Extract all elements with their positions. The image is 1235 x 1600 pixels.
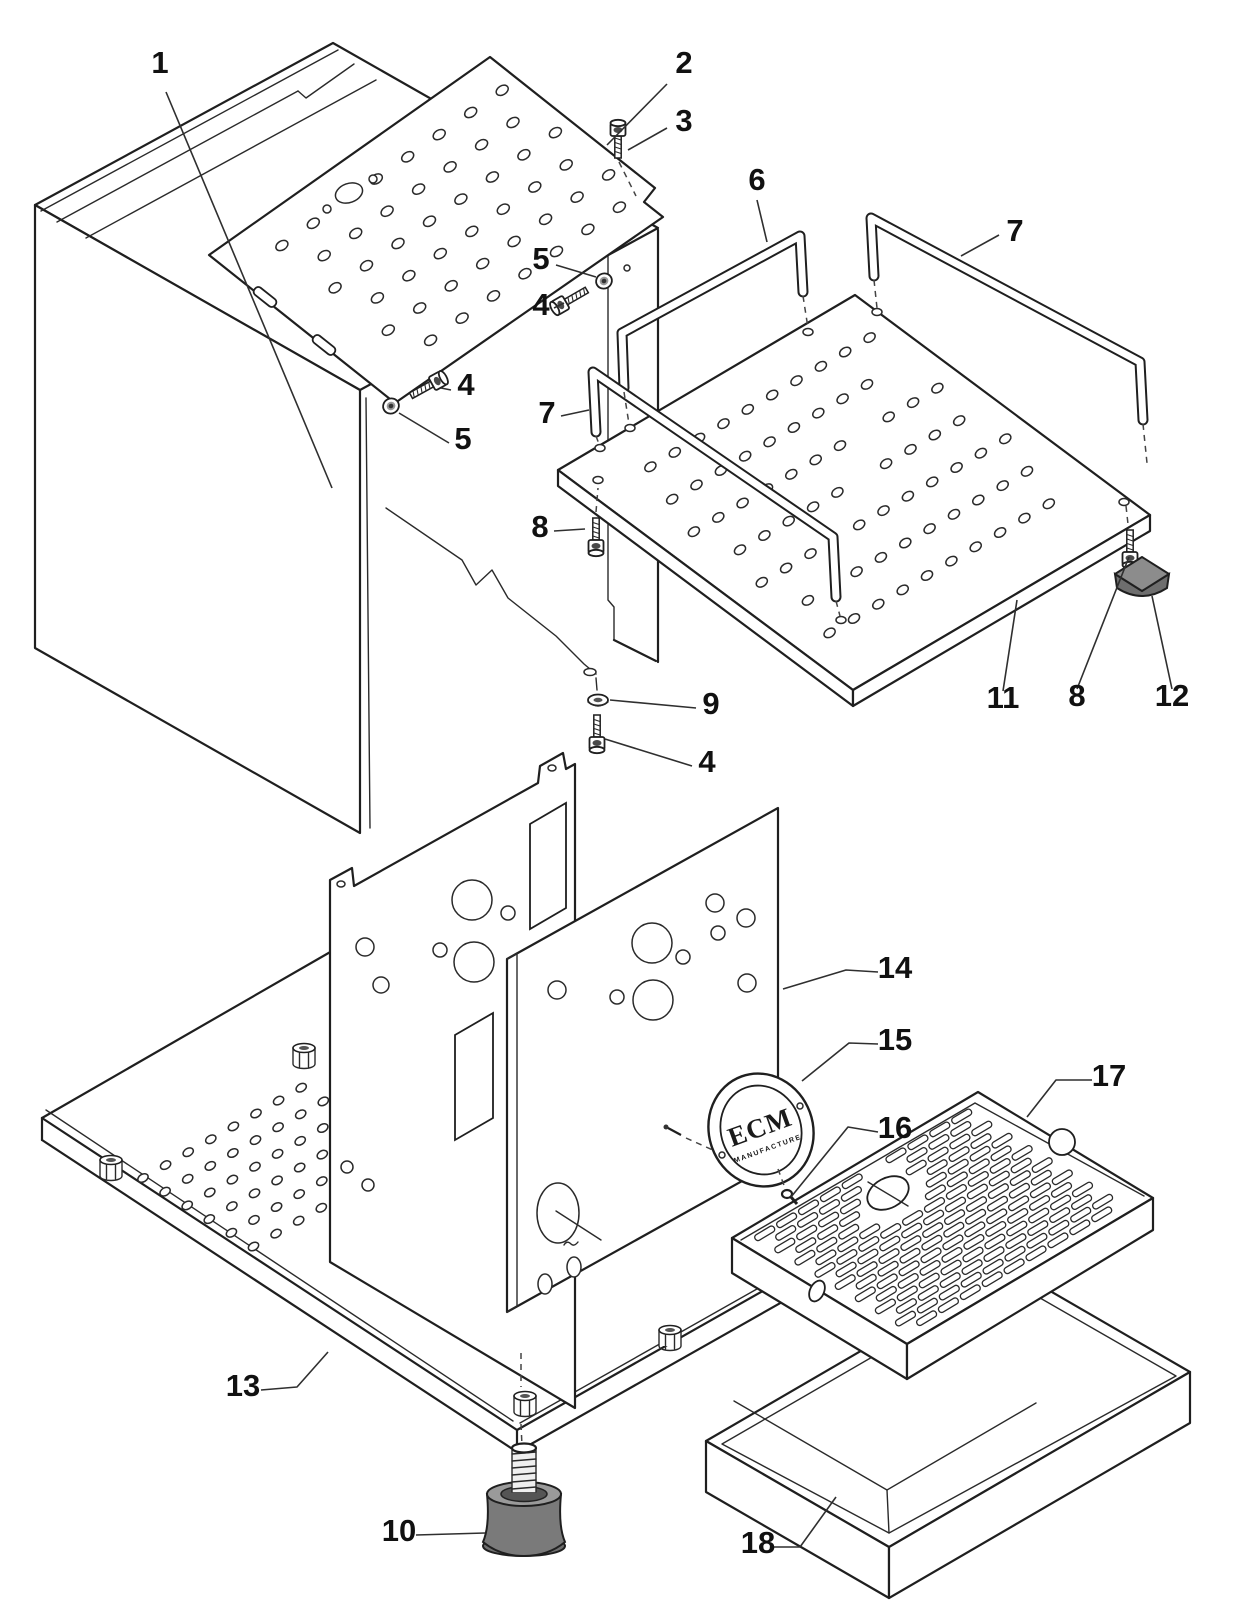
callout-n4-4: 4 <box>532 287 550 322</box>
part-9-washer <box>587 693 609 707</box>
leader-line-n4-4 <box>553 302 565 309</box>
callout-n12-15: 12 <box>1155 678 1189 713</box>
part-8-screw-left <box>587 517 605 558</box>
leader-line-n13-16 <box>260 1351 329 1391</box>
plate-hole-pattern <box>275 84 627 347</box>
leader-line-n14-17 <box>782 969 879 990</box>
rail-alignment-lines <box>595 279 1148 617</box>
leader-line-n10-21 <box>415 1532 486 1536</box>
steam-icon <box>563 1241 579 1246</box>
callout-n7-9: 7 <box>538 395 555 430</box>
base-standoff-nuts <box>99 1042 682 1418</box>
callout-n6-7: 6 <box>748 162 765 197</box>
leader-line-n4-5 <box>440 387 452 391</box>
part-7-cup-rail-right <box>865 212 1149 426</box>
leader-line-n12-15 <box>1151 595 1173 690</box>
part-15-ecm-badge: ECM MANUFACTURE <box>707 1072 815 1188</box>
standoff-nut <box>513 1390 537 1418</box>
part-4-screw-bottom <box>588 714 606 755</box>
screw-8-alignment-line <box>595 487 599 513</box>
leader-line-n11-13 <box>1002 599 1018 692</box>
callout-n1-0: 1 <box>151 45 168 80</box>
foot-threaded-stud <box>510 1442 538 1493</box>
callout-n8-14: 8 <box>1068 678 1085 713</box>
leader-line-n3-2 <box>627 127 668 151</box>
part-3-screw <box>609 118 627 159</box>
callout-n15-18: 15 <box>878 1022 912 1057</box>
part-11-cup-tray <box>556 293 1152 708</box>
part-12-rubber-foot <box>1113 556 1171 597</box>
callout-n13-16: 13 <box>226 1368 260 1403</box>
part-6-cup-rail <box>616 230 809 394</box>
part-5-washer-left <box>382 397 400 415</box>
wall-screw-hole <box>623 264 631 272</box>
callout-n2-1: 2 <box>675 45 692 80</box>
part-4-screw-left <box>408 370 449 400</box>
leader-line-n5-6 <box>398 412 450 444</box>
part-17-drip-tray-grid <box>730 1090 1155 1381</box>
washer-glyph <box>595 272 613 290</box>
leader-line-n1-0 <box>165 91 333 489</box>
leader-line-n15-18 <box>801 1042 879 1082</box>
grid-slot-pattern <box>754 1108 1114 1327</box>
leader-line-n8-14 <box>1076 556 1130 690</box>
leader-line-n8-10 <box>553 528 586 532</box>
standoff-nut <box>658 1324 682 1352</box>
callout-n10-21: 10 <box>382 1513 416 1548</box>
screw-glyph <box>408 370 449 400</box>
leader-line-n9-11 <box>609 699 697 709</box>
callout-n4-12: 4 <box>698 744 716 779</box>
callout-n17-20: 17 <box>1092 1058 1126 1093</box>
leader-line-n18-22 <box>774 1496 837 1548</box>
screw-glyph <box>588 714 606 755</box>
callout-n8-10: 8 <box>531 509 548 544</box>
standoff-nut <box>292 1042 316 1070</box>
leader-line-n7-8 <box>960 234 1000 257</box>
part-16-badge-pin <box>663 1124 799 1205</box>
callout-n16-19: 16 <box>878 1110 912 1145</box>
base-hole-pattern <box>137 1082 330 1252</box>
callout-n18-22: 18 <box>741 1525 775 1560</box>
leader-line-n6-7 <box>756 199 768 243</box>
callout-n3-2: 3 <box>675 103 692 138</box>
callout-n14-17: 14 <box>878 950 913 985</box>
part-7-cup-rail-front <box>587 366 842 603</box>
leader-line-n16-19 <box>790 1126 879 1198</box>
callout-n4-5: 4 <box>457 367 475 402</box>
leader-line-n5-3 <box>555 264 597 278</box>
callout-n7-8: 7 <box>1006 213 1023 248</box>
screw-glyph <box>609 118 627 159</box>
callout-n11-13: 11 <box>987 680 1020 715</box>
part-5-washer-upper-right <box>595 272 613 290</box>
leader-line-n4-12 <box>604 738 693 767</box>
part-2-top-grid-plate <box>207 55 665 405</box>
leader-line-n7-9 <box>560 409 590 417</box>
leader-line-n17-20 <box>1026 1079 1092 1118</box>
callout-n5-3: 5 <box>532 241 549 276</box>
screw-8b-alignment-line <box>1125 505 1129 525</box>
part-10-machine-foot <box>481 1353 567 1558</box>
callout-n9-11: 9 <box>702 686 719 721</box>
leader-line-n2-1 <box>606 83 668 146</box>
callout-n5-6: 5 <box>454 421 471 456</box>
standoff-nut <box>99 1154 123 1182</box>
screw-glyph <box>587 517 605 558</box>
washer-glyph <box>382 397 400 415</box>
